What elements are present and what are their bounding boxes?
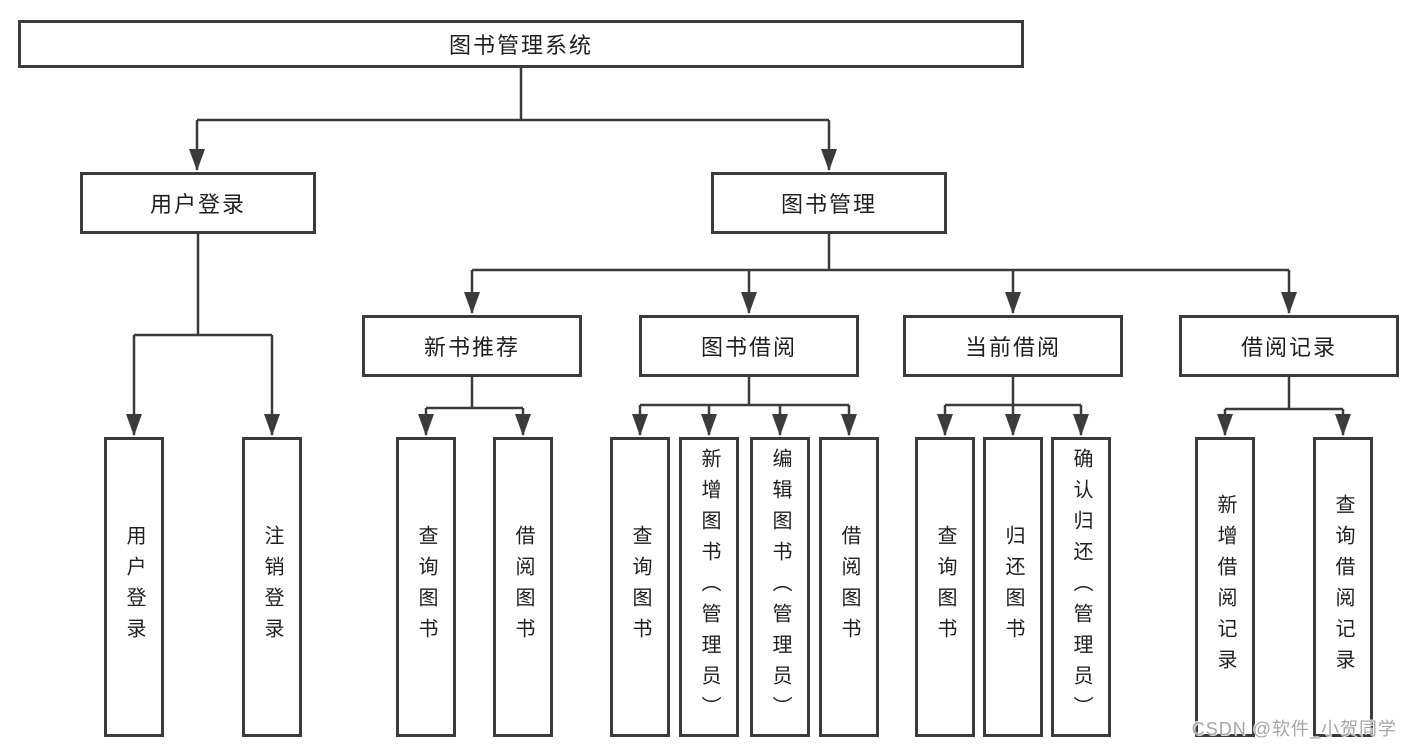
node-user-login: 用户登录 xyxy=(80,172,316,234)
leaf-cb-query-books: 查询图书 xyxy=(915,437,975,737)
node-root: 图书管理系统 xyxy=(18,20,1024,68)
leaf-logout: 注销登录 xyxy=(242,437,302,737)
leaf-bb-borrow-books: 借阅图书 xyxy=(819,437,879,737)
leaf-nbr-borrow-books: 借阅图书 xyxy=(493,437,553,737)
leaf-br-add-borrow-record: 新增借阅记录 xyxy=(1195,437,1255,737)
leaf-bb-edit-books-admin: 编辑图书（管理员） xyxy=(750,437,810,737)
leaf-bb-add-books-admin-label: 新增图书（管理员） xyxy=(698,447,720,727)
leaf-br-query-borrow-record-label: 查询借阅记录 xyxy=(1332,494,1354,680)
leaf-cb-query-books-label: 查询图书 xyxy=(934,525,956,649)
leaf-nbr-query-books-label: 查询图书 xyxy=(415,525,437,649)
node-borrowing-records: 借阅记录 xyxy=(1179,315,1399,377)
node-book-management-label: 图书管理 xyxy=(780,192,877,217)
leaf-cb-return-books-label: 归还图书 xyxy=(1002,525,1024,649)
leaf-nbr-borrow-books-label: 借阅图书 xyxy=(512,525,534,649)
leaf-user-login: 用户登录 xyxy=(104,437,164,737)
node-root-label: 图书管理系统 xyxy=(448,33,593,58)
leaf-cb-confirm-return-admin: 确认归还（管理员） xyxy=(1051,437,1111,737)
leaf-cb-confirm-return-admin-label: 确认归还（管理员） xyxy=(1070,447,1092,727)
leaf-br-query-borrow-record: 查询借阅记录 xyxy=(1313,437,1373,737)
leaf-bb-borrow-books-label: 借阅图书 xyxy=(838,525,860,649)
node-user-login-label: 用户登录 xyxy=(149,192,246,217)
watermark: CSDN @软件_小贺同学 xyxy=(1191,719,1397,739)
leaf-cb-return-books: 归还图书 xyxy=(983,437,1043,737)
node-borrowing-records-label: 借阅记录 xyxy=(1240,335,1337,360)
leaf-bb-query-books: 查询图书 xyxy=(610,437,670,737)
node-new-book-recommend-label: 新书推荐 xyxy=(423,335,520,360)
node-book-borrowing: 图书借阅 xyxy=(639,315,859,377)
leaf-bb-add-books-admin: 新增图书（管理员） xyxy=(679,437,739,737)
node-current-borrowing-label: 当前借阅 xyxy=(964,335,1061,360)
node-book-borrowing-label: 图书借阅 xyxy=(700,335,797,360)
leaf-bb-edit-books-admin-label: 编辑图书（管理员） xyxy=(769,447,791,727)
leaf-bb-query-books-label: 查询图书 xyxy=(629,525,651,649)
node-book-management: 图书管理 xyxy=(711,172,947,234)
leaf-user-login-label: 用户登录 xyxy=(123,525,145,649)
leaf-logout-label: 注销登录 xyxy=(261,525,283,649)
leaf-br-add-borrow-record-label: 新增借阅记录 xyxy=(1214,494,1236,680)
node-new-book-recommend: 新书推荐 xyxy=(362,315,582,377)
node-current-borrowing: 当前借阅 xyxy=(903,315,1123,377)
leaf-nbr-query-books: 查询图书 xyxy=(396,437,456,737)
